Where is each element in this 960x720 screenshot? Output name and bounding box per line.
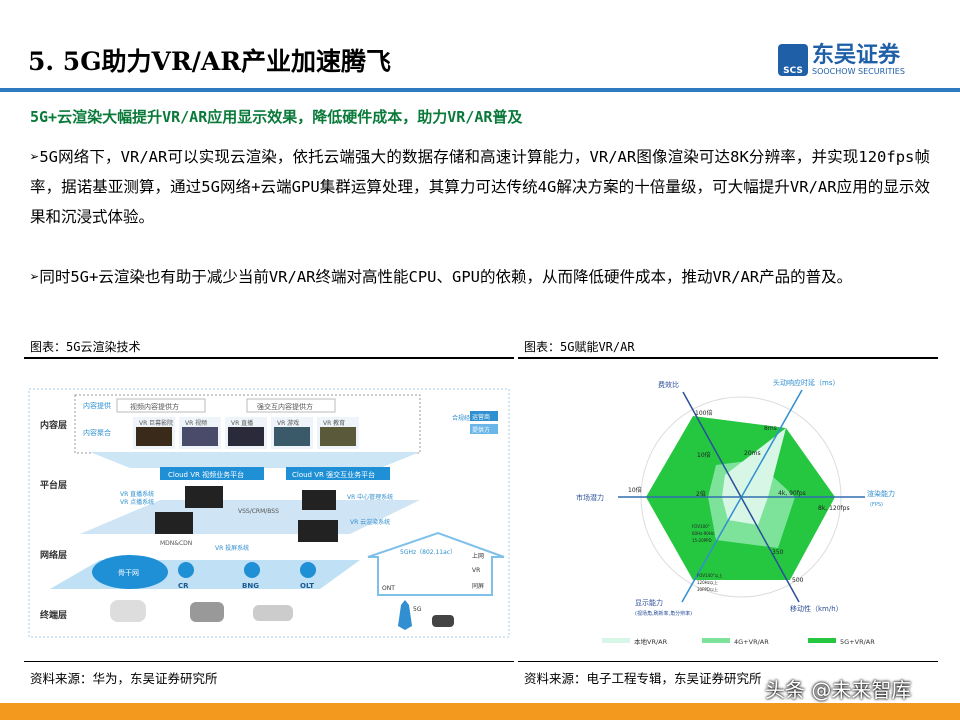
svg-text:8k, 120fps: 8k, 120fps <box>818 505 850 512</box>
svg-text:500: 500 <box>792 577 804 584</box>
logo-mark-icon: SCS <box>778 44 808 76</box>
caption-divider <box>518 357 938 359</box>
legend-swatch <box>702 638 730 643</box>
svg-text:VR 云渲染系统: VR 云渲染系统 <box>350 518 390 526</box>
app-label: VR 教育 <box>323 419 345 427</box>
layer-label: 内容层 <box>40 419 67 431</box>
svg-text:VR 投屏系统: VR 投屏系统 <box>215 544 249 552</box>
app-label: VR 巨幕影院 <box>139 419 173 427</box>
watermark: 头条 @未来智库 <box>765 678 912 702</box>
svg-text:8ms: 8ms <box>764 425 777 432</box>
app-label: VR 直播 <box>231 419 253 427</box>
svg-text:OLT: OLT <box>300 582 314 590</box>
svg-text:30PPD以上: 30PPD以上 <box>697 586 718 592</box>
svg-text:(FPS): (FPS) <box>870 502 883 508</box>
app-thumbnail <box>320 427 356 446</box>
svg-text:上网: 上网 <box>472 552 484 560</box>
svg-text:VR 直播系统: VR 直播系统 <box>120 490 154 498</box>
svg-text:15-20PPD: 15-20PPD <box>692 538 712 543</box>
right-figure-caption: 图表：5G赋能VR/AR <box>524 340 635 354</box>
right-figure-source: 资料来源：电子工程专辑，东吴证券研究所 <box>524 671 762 686</box>
svg-text:2倍: 2倍 <box>696 490 706 498</box>
svg-text:提供方: 提供方 <box>472 426 490 434</box>
app-label: VR 视频 <box>185 419 207 427</box>
source-divider <box>518 661 938 662</box>
svg-text:VSS/CRM/BSS: VSS/CRM/BSS <box>238 508 279 515</box>
svg-text:骨干网: 骨干网 <box>118 569 139 577</box>
section-subtitle: 5G+云渲染大幅提升VR/AR应用显示效果，降低硬件成本，助力VR/AR普及 <box>30 108 523 126</box>
svg-text:20ms: 20ms <box>744 450 761 457</box>
source-divider <box>24 661 514 662</box>
series-local <box>722 428 786 525</box>
left-figure-caption: 图表：5G云渲染技术 <box>30 340 141 354</box>
svg-text:移动性（km/h）: 移动性（km/h） <box>790 604 843 613</box>
legend-swatch <box>808 638 836 643</box>
svg-text:内容聚合: 内容聚合 <box>83 428 111 437</box>
paragraph-2: ➢同时5G+云渲染也有助于减少当前VR/AR终端对高性能CPU、GPU的依赖，从… <box>30 268 853 286</box>
svg-text:市场潜力: 市场潜力 <box>576 493 604 502</box>
svg-text:BNG: BNG <box>242 582 259 590</box>
svg-text:100倍: 100倍 <box>695 409 712 417</box>
footer-bar <box>0 703 960 720</box>
layer-label: 网络层 <box>40 549 67 561</box>
svg-text:(视场角,刷新率,角分辨率): (视场角,刷新率,角分辨率) <box>635 610 692 617</box>
svg-text:60Hz-90Hz: 60Hz-90Hz <box>692 531 714 536</box>
svg-text:10倍: 10倍 <box>697 451 711 459</box>
svg-text:Cloud VR 强交互业务平台: Cloud VR 强交互业务平台 <box>292 470 375 479</box>
chart-legend: 本地VR/AR 4G+VR/AR 5G+VR/AR <box>602 637 875 646</box>
svg-text:VR 中心管理系统: VR 中心管理系统 <box>347 493 393 501</box>
svg-text:MDN&CDN: MDN&CDN <box>160 540 192 547</box>
paragraph-1: ➢5G网络下，VR/AR可以实现云渲染，依托云端强大的数据存储和高速计算能力，V… <box>30 148 930 226</box>
app-thumbnail <box>136 427 172 446</box>
svg-text:头动响应时延（ms）: 头动响应时延（ms） <box>773 378 839 387</box>
svg-text:VR: VR <box>472 567 480 574</box>
svg-text:10倍: 10倍 <box>628 486 642 494</box>
svg-text:FOV100°: FOV100° <box>692 524 710 529</box>
svg-text:5G: 5G <box>413 606 422 613</box>
svg-text:同屏: 同屏 <box>472 583 484 590</box>
caption-divider <box>24 357 514 359</box>
left-figure-source: 资料来源：华为，东吴证券研究所 <box>30 671 218 686</box>
svg-text:视频内容提供方: 视频内容提供方 <box>130 402 179 411</box>
svg-text:费效比: 费效比 <box>658 380 679 389</box>
svg-text:渲染能力: 渲染能力 <box>867 489 895 498</box>
app-thumbnail <box>228 427 264 446</box>
page-title: 5. 5G助力VR/AR产业加速腾飞 <box>28 47 392 76</box>
svg-text:FOV140°以上: FOV140°以上 <box>697 572 723 578</box>
svg-text:4k, 90fps: 4k, 90fps <box>778 490 806 497</box>
svg-text:本地VR/AR: 本地VR/AR <box>634 637 668 646</box>
header-divider <box>0 88 960 92</box>
svg-text:内容提供: 内容提供 <box>83 401 111 410</box>
svg-text:5G+VR/AR: 5G+VR/AR <box>840 638 875 646</box>
logo-text: 东吴证券 <box>812 42 901 68</box>
layer-label: 平台层 <box>40 479 67 491</box>
svg-text:350: 350 <box>772 549 784 556</box>
svg-text:合规经营: 合规经营 <box>452 414 476 422</box>
svg-text:显示能力: 显示能力 <box>635 598 663 607</box>
svg-text:5GHz（802.11ac）: 5GHz（802.11ac） <box>400 549 456 556</box>
svg-text:120Hz以上: 120Hz以上 <box>697 579 718 585</box>
radar-chart: 费效比 头动响应时延（ms） 渲染能力 (FPS) 移动性（km/h） 显示能力… <box>576 378 895 646</box>
layer-label: 终端层 <box>39 609 67 621</box>
svg-text:4G+VR/AR: 4G+VR/AR <box>734 638 769 646</box>
svg-text:VR 点播系统: VR 点播系统 <box>120 498 154 506</box>
legend-swatch <box>602 638 630 643</box>
svg-text:强交互内容提供方: 强交互内容提供方 <box>257 402 313 411</box>
logo-subtext: SOOCHOW SECURITIES <box>812 66 905 76</box>
app-thumbnail <box>274 427 310 446</box>
svg-text:Cloud VR 视频业务平台: Cloud VR 视频业务平台 <box>168 470 244 479</box>
svg-text:CR: CR <box>178 582 189 590</box>
app-label: VR 游戏 <box>277 419 299 427</box>
svg-text:运营商: 运营商 <box>472 413 490 421</box>
app-thumbnail <box>182 427 218 446</box>
svg-text:ONT: ONT <box>382 585 395 592</box>
